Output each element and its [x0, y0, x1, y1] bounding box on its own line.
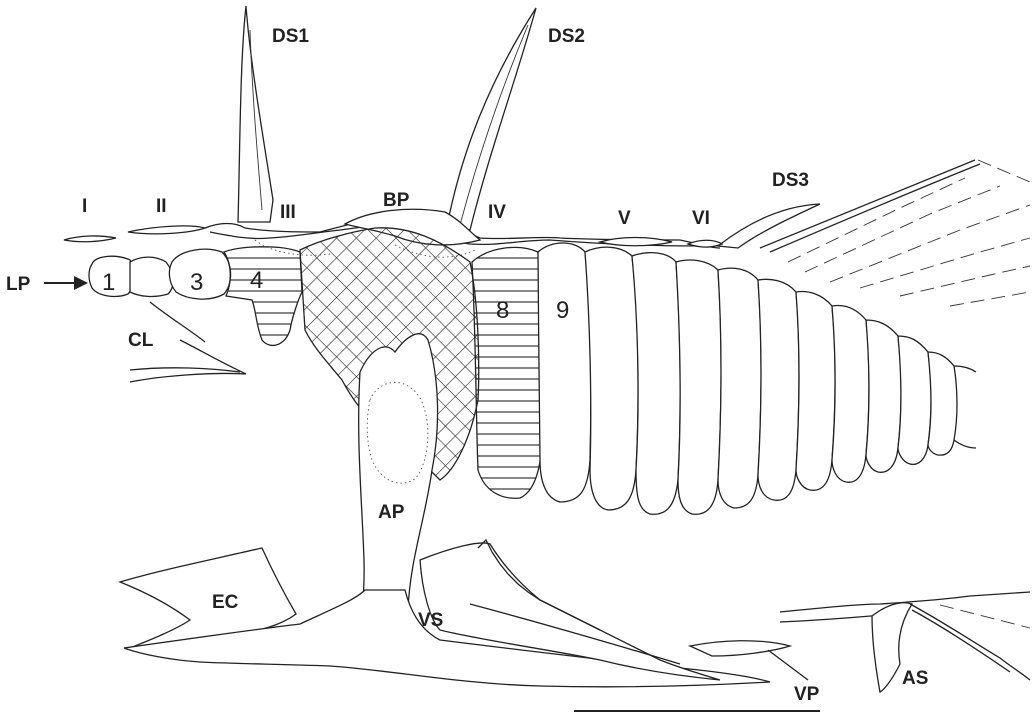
vertebra-16 — [832, 306, 869, 483]
vertebra-17 — [866, 320, 901, 472]
fin-ray-3 — [830, 205, 1030, 282]
fin-ray-1 — [788, 178, 965, 262]
vertebra-15 — [796, 292, 835, 491]
vertebra-8 — [472, 247, 544, 498]
vertebra-4 — [224, 247, 302, 346]
anal-fin-ray — [940, 605, 1030, 628]
label-as: AS — [902, 668, 928, 689]
label-roman-v: V — [618, 208, 631, 229]
vertebra-11 — [632, 253, 680, 515]
vertebra-13 — [718, 268, 761, 508]
label-ds3: DS3 — [772, 170, 809, 191]
label-roman-vi: VI — [692, 208, 710, 229]
label-vp: VP — [794, 684, 820, 705]
anal-fin-edge-2 — [912, 610, 1010, 672]
vertebra-9 — [538, 243, 591, 502]
label-ds2: DS2 — [548, 26, 585, 47]
pterygiophore-vi — [688, 240, 722, 247]
dorsal-spine-3 — [718, 204, 820, 248]
ventral-pterygiophore — [690, 641, 790, 656]
vertebra-number-3: 3 — [190, 269, 203, 296]
label-roman-i: I — [82, 196, 87, 217]
dorsal-fin-margin — [978, 160, 1030, 182]
vertebra-2 — [130, 257, 173, 296]
pterygiophore-v — [600, 238, 672, 246]
fin-ray-5 — [900, 266, 1030, 296]
fin-ray-2 — [805, 186, 1000, 272]
vertebra-number-4: 4 — [250, 267, 263, 294]
vertebra-number-1: 1 — [102, 269, 115, 296]
label-vs: VS — [418, 610, 443, 631]
vertebra-number-9: 9 — [556, 297, 569, 324]
label-roman-iv: IV — [488, 202, 506, 223]
fin-ray-4 — [860, 238, 1030, 288]
label-bp: BP — [383, 190, 410, 211]
vertebra-number-8: 8 — [496, 297, 509, 324]
vertebra-18 — [898, 336, 931, 464]
label-ds1: DS1 — [272, 26, 309, 47]
pterygiophore-ii — [128, 226, 205, 234]
vertebra-12 — [676, 260, 721, 514]
label-lp: LP — [6, 274, 31, 295]
vertebra-10 — [585, 247, 638, 510]
label-roman-ii: II — [156, 196, 167, 217]
label-ec: EC — [212, 592, 239, 613]
dorsal-spine-1 — [238, 6, 273, 222]
vertebra-19 — [928, 352, 957, 455]
lp-arrow-head — [74, 276, 88, 290]
label-roman-iii: III — [280, 202, 296, 223]
dorsal-spine-2 — [447, 8, 536, 230]
vertebra-14 — [758, 279, 799, 500]
label-cl: CL — [128, 330, 154, 351]
vp-pointer — [768, 650, 808, 680]
label-ap: AP — [378, 502, 405, 523]
pterygiophore-i — [64, 236, 116, 242]
fin-ray-6 — [950, 292, 1030, 306]
